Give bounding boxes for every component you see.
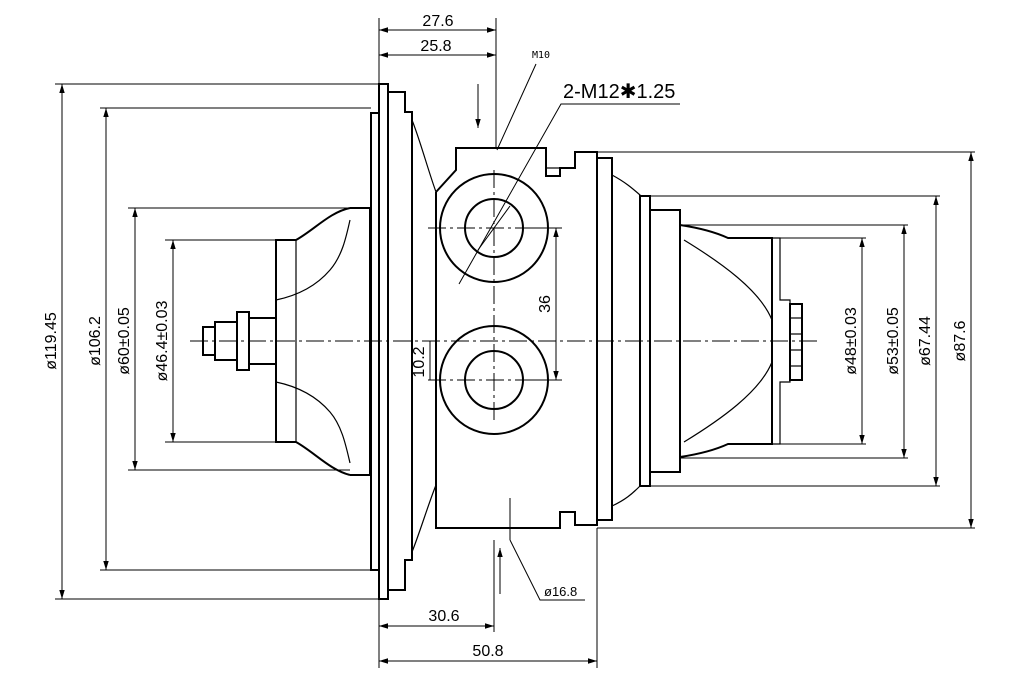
label-dia-53: ø53±0.05 (885, 307, 902, 375)
turbine-wheel (679, 224, 803, 458)
label-dia-106: ø106.2 (87, 316, 104, 366)
label-thread-small: M10 (532, 50, 550, 61)
extension-lines (55, 18, 975, 668)
label-bottom-width-outer: 50.8 (472, 643, 503, 660)
label-dia-16: ø16.8 (544, 584, 577, 599)
bearing-housing (435, 147, 598, 529)
label-thread-callout: 2-M12✱1.25 (563, 81, 675, 103)
leader-m12 (458, 103, 680, 285)
turbine-heat-shield (597, 157, 681, 521)
leader-m10 (496, 63, 537, 151)
label-offset: 10.2 (411, 346, 428, 377)
label-hole-spacing: 36 (537, 295, 554, 313)
label-top-width-inner: 25.8 (420, 38, 451, 55)
label-dia-87: ø87.6 (952, 320, 969, 361)
label-dia-48: ø48±0.03 (843, 307, 860, 375)
label-top-width-outer: 27.6 (422, 13, 453, 30)
shaft-nut (202, 311, 276, 371)
label-dia-67: ø67.44 (917, 316, 934, 366)
dimension-lines (59, 27, 974, 664)
label-dia-119: ø119.45 (43, 312, 60, 370)
dimension-labels: ø119.45 ø106.2 ø60±0.05 ø46.4±0.03 36 10… (43, 13, 969, 660)
label-dia-46: ø46.4±0.03 (154, 300, 171, 381)
leader-16 (509, 539, 585, 601)
label-bottom-width-inner: 30.6 (428, 608, 459, 625)
label-dia-60: ø60±0.05 (116, 307, 133, 375)
backplate-flange (370, 83, 437, 600)
